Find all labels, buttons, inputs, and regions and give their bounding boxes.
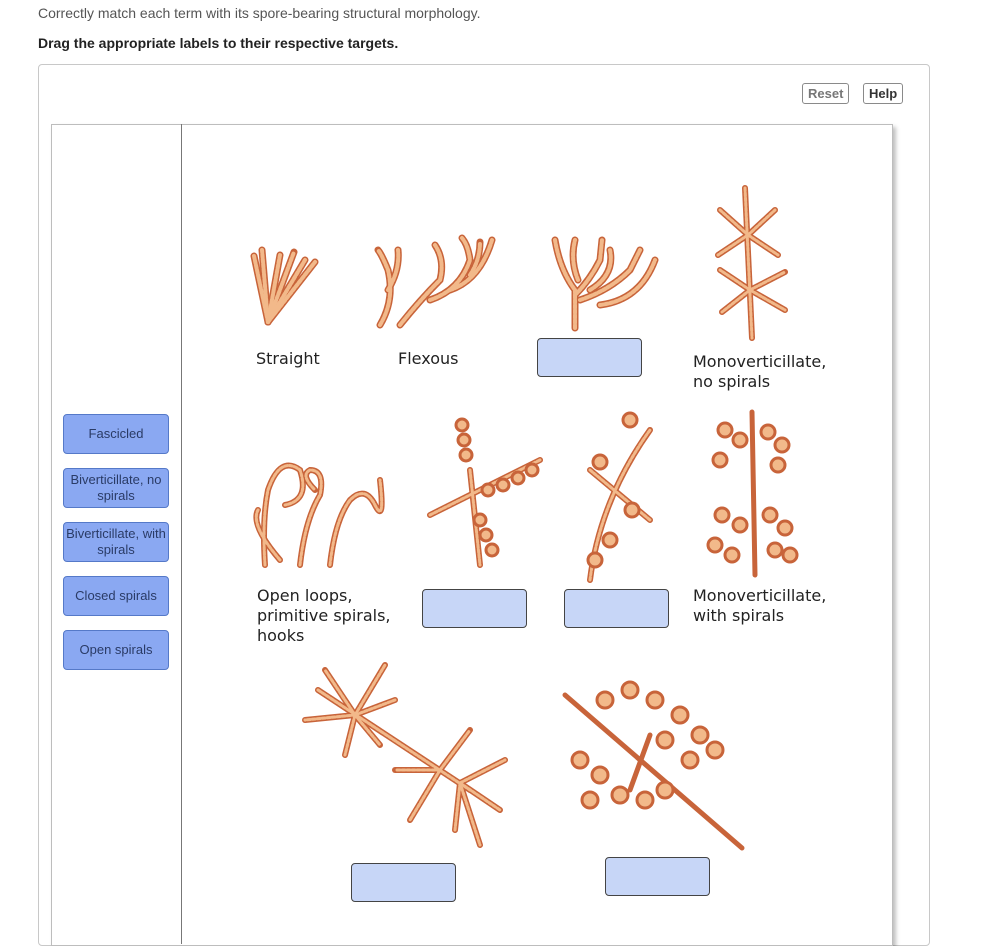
label-monoverticillate-no-spirals: Monoverticillate, no spirals [693, 352, 826, 392]
label-straight: Straight [256, 349, 320, 369]
label-flexous: Flexous [398, 349, 458, 369]
drop-target-3[interactable] [564, 589, 669, 628]
label-chip-biverticillate-no-spirals[interactable]: Biverticillate, no spirals [63, 468, 169, 508]
label-bank-divider [181, 124, 182, 944]
drop-target-2[interactable] [422, 589, 527, 628]
label-open-loops: Open loops, primitive spirals, hooks [257, 586, 391, 646]
label-monoverticillate-with-spirals: Monoverticillate, with spirals [693, 586, 826, 626]
drop-target-4[interactable] [351, 863, 456, 902]
help-button[interactable]: Help [863, 83, 903, 104]
reset-button[interactable]: Reset [802, 83, 849, 104]
label-chip-closed-spirals[interactable]: Closed spirals [63, 576, 169, 616]
label-chip-biverticillate-with-spirals[interactable]: Biverticillate, with spirals [63, 522, 169, 562]
drag-drop-area [51, 124, 893, 946]
drop-target-1[interactable] [537, 338, 642, 377]
instruction-text: Correctly match each term with its spore… [38, 5, 480, 21]
label-chip-fascicled[interactable]: Fascicled [63, 414, 169, 454]
label-chip-open-spirals[interactable]: Open spirals [63, 630, 169, 670]
drop-target-5[interactable] [605, 857, 710, 896]
directive-text: Drag the appropriate labels to their res… [38, 35, 398, 51]
